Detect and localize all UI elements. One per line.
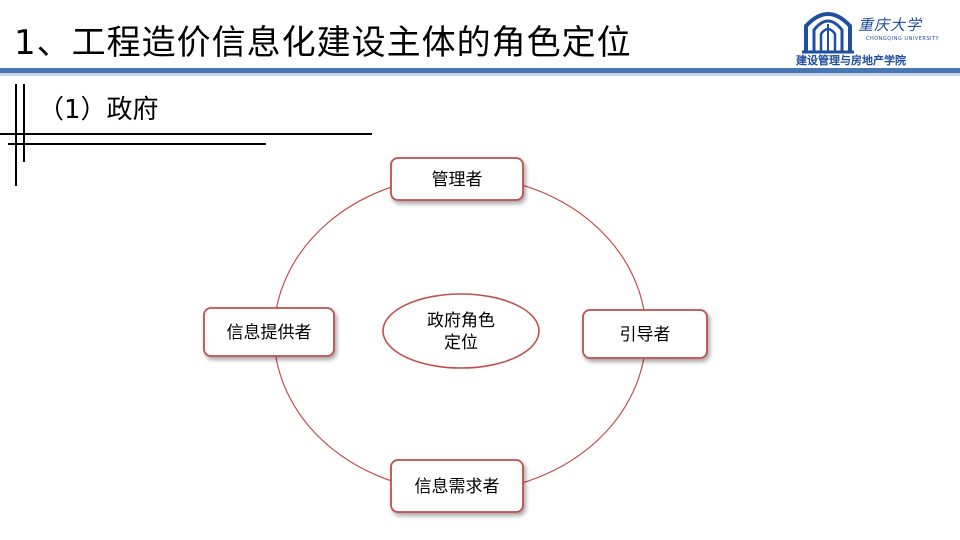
center-label-line-2: 定位: [444, 333, 478, 353]
section-subtitle: （1）政府: [38, 95, 159, 125]
logo-college: 建设管理与房地产学院: [796, 54, 906, 67]
title-rule: [0, 68, 960, 73]
title-rule-shadow: [0, 73, 960, 76]
slide-title: 1、工程造价信息化建设主体的角色定位: [14, 23, 632, 63]
node-bottom: [390, 459, 524, 513]
logo-subtitle: CHONGQING UNIVERSITY: [866, 36, 940, 42]
node-bottom-label: 信息需求者: [415, 477, 500, 497]
university-logo: 重庆大学 CHONGQING UNIVERSITY 建设管理与房地产学院: [792, 4, 954, 68]
logo-name: 重庆大学: [858, 16, 923, 34]
center-ellipse: 政府角色 定位: [382, 293, 540, 369]
role-diagram: 政府角色 定位 管理者 引导者 信息需求者 信息提供者: [203, 157, 708, 513]
center-label-line-1: 政府角色: [427, 311, 495, 331]
node-top-label: 管理者: [432, 170, 483, 190]
node-top: [390, 157, 524, 201]
node-right: [582, 309, 708, 359]
university-emblem-icon: [802, 12, 854, 54]
node-left-label: 信息提供者: [227, 323, 312, 343]
node-right-label: 引导者: [620, 325, 671, 345]
decorative-lines: [0, 84, 372, 186]
node-left: [203, 307, 335, 357]
